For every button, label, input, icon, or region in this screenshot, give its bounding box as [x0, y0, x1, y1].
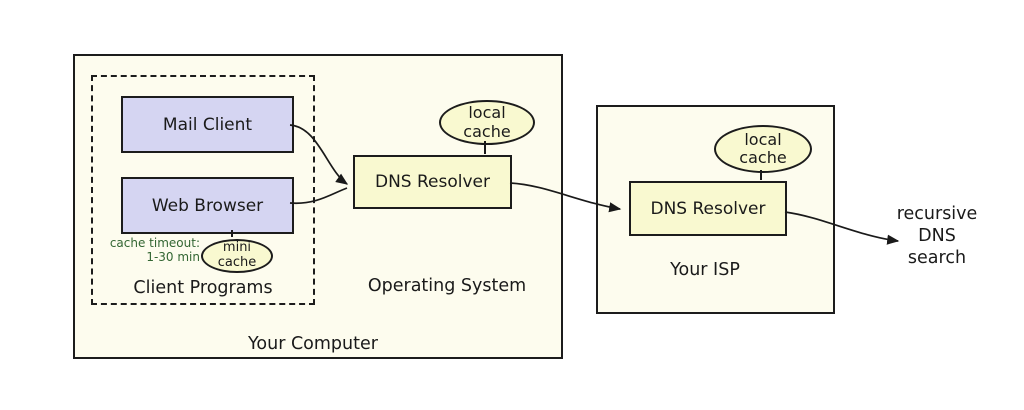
operating-system-label: Operating System	[367, 276, 527, 296]
dns-resolver-os-node: DNS Resolver	[353, 155, 512, 209]
mini-cache-ellipse: mini cache	[201, 239, 273, 273]
cache-timeout-line1: cache timeout:	[109, 236, 200, 250]
web-browser-node: Web Browser	[121, 177, 294, 234]
dns-resolver-isp-label: DNS Resolver	[650, 198, 766, 219]
recursive-dns-search-label: recursive DNS search	[896, 204, 978, 268]
dns-resolver-os-label: DNS Resolver	[375, 172, 490, 192]
client-programs-label: Client Programs	[133, 278, 273, 298]
local-cache-os-label: local cache	[463, 103, 511, 141]
local-cache-os-ellipse: local cache	[439, 100, 535, 145]
mail-client-label: Mail Client	[162, 114, 253, 135]
cache-timeout-line2: 1-30 min	[146, 249, 200, 264]
dns-resolver-isp-node: DNS Resolver	[629, 181, 787, 236]
client-programs-box: Mail Client Web Browser cache timeout: 1…	[91, 75, 315, 305]
your-computer-box: Mail Client Web Browser cache timeout: 1…	[73, 54, 563, 359]
your-isp-label: Your ISP	[670, 260, 740, 280]
your-computer-label: Your Computer	[248, 334, 378, 354]
local-cache-isp-ellipse: local cache	[714, 125, 812, 173]
mail-client-node: Mail Client	[121, 96, 294, 153]
web-browser-label: Web Browser	[151, 195, 264, 216]
mini-cache-label: mini cache	[217, 240, 257, 270]
local-cache-isp-label: local cache	[739, 129, 787, 167]
your-isp-box: local cache DNS Resolver Your ISP	[596, 105, 835, 314]
cache-timeout-note: cache timeout: 1-30 min	[98, 236, 200, 264]
